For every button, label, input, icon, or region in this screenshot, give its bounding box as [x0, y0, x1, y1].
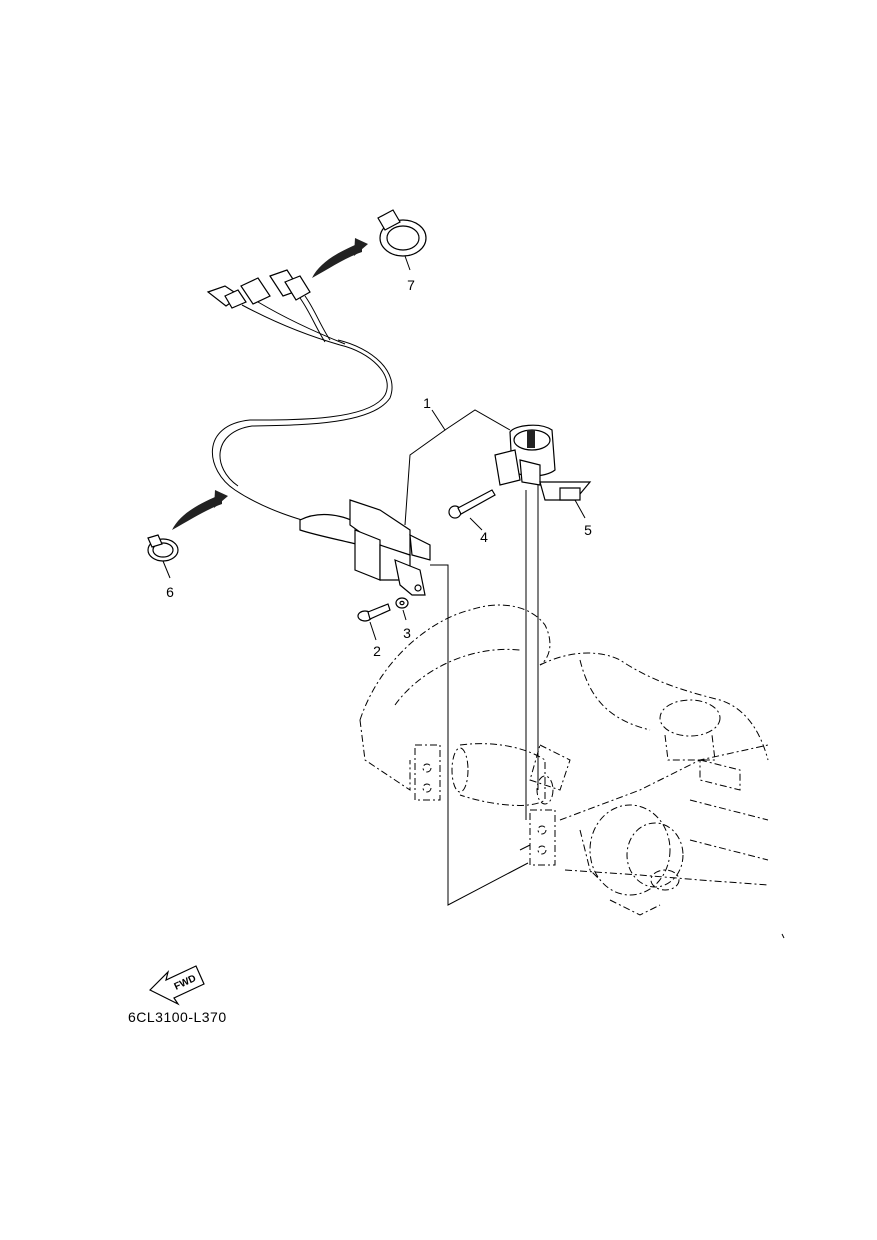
harness-connectors: [206, 269, 346, 346]
part-4-screw: [448, 489, 496, 531]
callout-1: 1: [423, 395, 431, 411]
sensor-assembly-upper: [494, 424, 556, 486]
callout-1-leaders: [404, 409, 511, 526]
callout-5: 5: [584, 522, 592, 538]
part-5-clip: [539, 481, 592, 519]
fwd-arrow-icon: FWD: [148, 965, 205, 1006]
callout-2: 2: [373, 643, 381, 659]
sensor-assembly-lower: [299, 499, 431, 596]
callout-6: 6: [166, 584, 174, 600]
edge-mark: [781, 933, 785, 939]
wire-harness: [206, 269, 393, 529]
part-7-clamp: [377, 209, 427, 271]
callout-labels: 1 2 3 4 5 6 7: [166, 277, 592, 659]
arrow-to-clamp-6: [172, 494, 222, 530]
install-arrows: [172, 238, 368, 530]
assembly-leader-lines: [430, 480, 539, 906]
part-2-bolt: [357, 603, 391, 641]
callout-7: 7: [407, 277, 415, 293]
part-6-clamp: [147, 534, 179, 579]
part-3-washer: [395, 597, 409, 621]
callout-3: 3: [403, 625, 411, 641]
callout-4: 4: [480, 529, 488, 545]
mount-bracket-phantom: [359, 604, 769, 916]
arrow-to-clamp-7: [312, 242, 362, 278]
diagram-code: 6CL3100-L370: [128, 1009, 227, 1025]
